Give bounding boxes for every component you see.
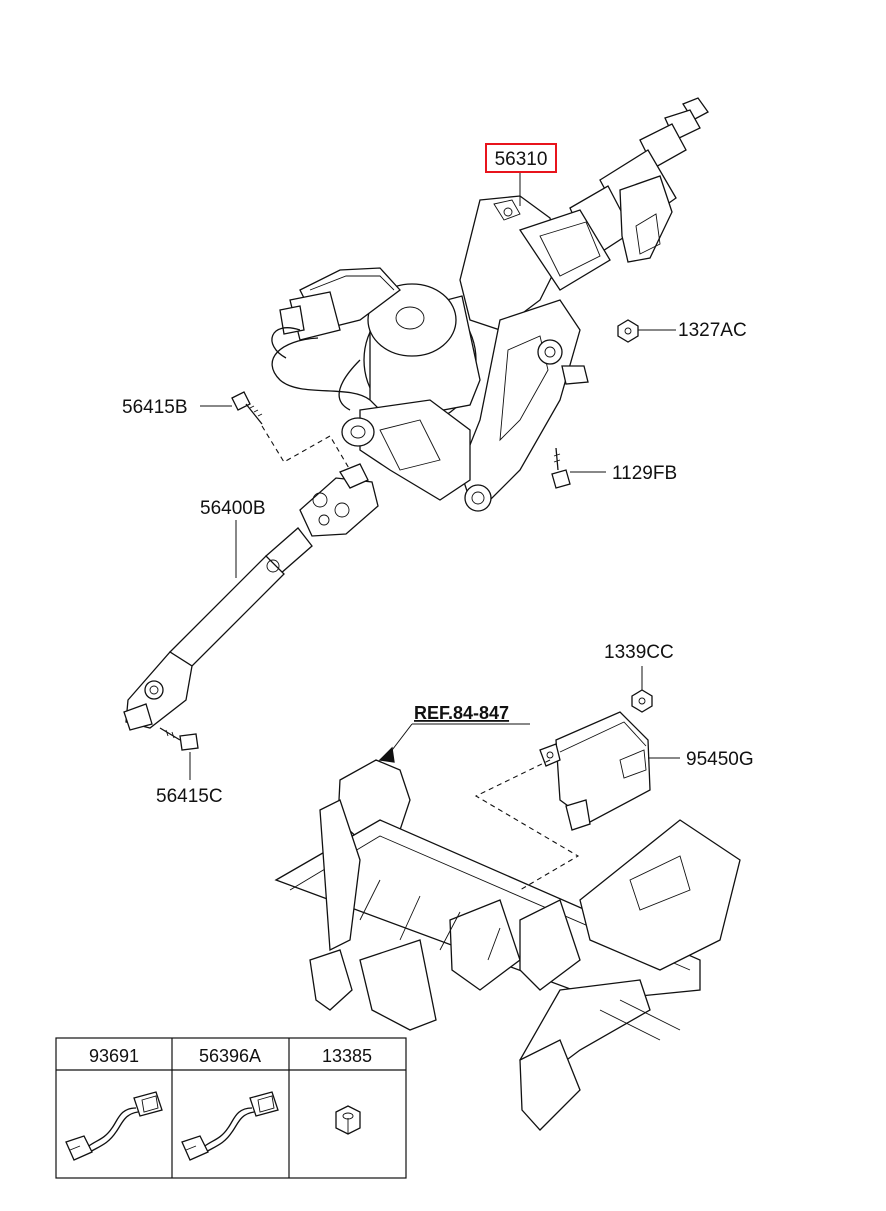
nut-1327AC-icon [617, 319, 639, 343]
leader-lines [189, 172, 680, 780]
table-header-93691[interactable]: 93691 [89, 1046, 139, 1066]
control-module-drawing [539, 711, 651, 831]
mount-line-module [474, 759, 580, 891]
label-1129FB[interactable]: 1129FB [612, 463, 677, 484]
label-95450G[interactable]: 95450G [686, 749, 754, 770]
wiring-connector-icon [65, 1091, 163, 1161]
label-56415B[interactable]: 56415B [122, 397, 188, 418]
label-56310[interactable]: 56310 [495, 149, 548, 170]
parts-table: 93691 56396A 13385 [55, 1037, 407, 1179]
intermediate-shaft-drawing [123, 463, 379, 731]
steering-column-drawing [271, 97, 709, 512]
bolt-56415B-icon [231, 391, 263, 425]
crossmember-drawing [274, 759, 741, 1131]
label-56415C[interactable]: 56415C [156, 786, 223, 807]
label-ref-84-847[interactable]: REF.84-847 [414, 703, 509, 723]
label-1327AC[interactable]: 1327AC [678, 320, 747, 341]
wiring-connector-icon [181, 1091, 279, 1161]
bolt-56415C-icon [159, 727, 199, 751]
label-56400B[interactable]: 56400B [200, 498, 266, 519]
mount-line-upper [261, 425, 351, 471]
highlight-box [485, 143, 557, 173]
table-header-13385[interactable]: 13385 [322, 1046, 372, 1066]
label-1339CC[interactable]: 1339CC [604, 642, 674, 663]
nut-icon [335, 1105, 361, 1135]
bolt-1129FB-icon [551, 447, 571, 489]
nut-1339CC-icon [631, 689, 653, 713]
table-header-56396A[interactable]: 56396A [199, 1046, 261, 1066]
